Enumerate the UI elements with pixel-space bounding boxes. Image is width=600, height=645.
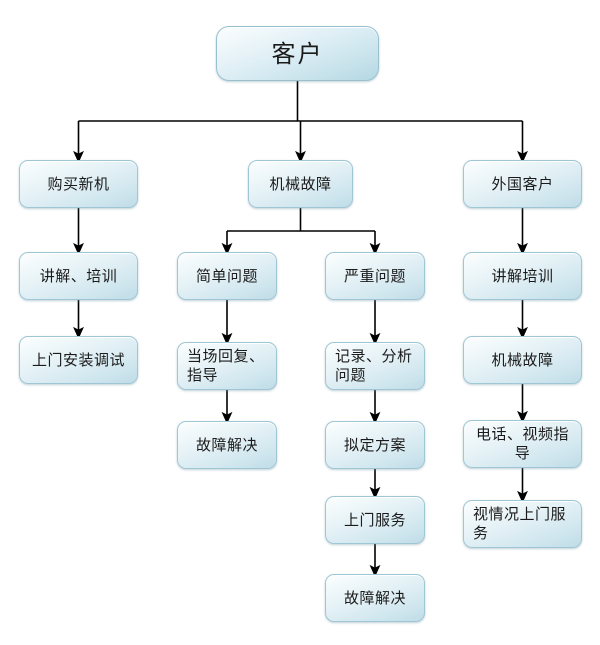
node-c3r3[interactable]: 拟定方案 <box>325 421 425 469</box>
node-label: 严重问题 <box>343 266 406 285</box>
node-label: 机械故障 <box>269 174 332 193</box>
node-label: 外国客户 <box>491 174 554 193</box>
node-root2[interactable]: 机械故障 <box>248 160 353 208</box>
node-root[interactable]: 客户 <box>216 26 379 81</box>
node-c1r1[interactable]: 购买新机 <box>19 160 138 208</box>
node-label: 客户 <box>271 39 324 68</box>
node-label: 上门安装调试 <box>31 350 125 369</box>
node-c3r2[interactable]: 记录、分析问题 <box>325 342 425 390</box>
node-c2r1[interactable]: 简单问题 <box>177 252 277 300</box>
node-c4r2[interactable]: 讲解培训 <box>463 252 582 300</box>
node-c3r4[interactable]: 上门服务 <box>325 496 425 544</box>
node-c4r4[interactable]: 电话、视频指导 <box>463 420 582 468</box>
node-label: 拟定方案 <box>343 435 406 454</box>
node-c2r3[interactable]: 故障解决 <box>177 421 277 469</box>
node-label: 视情况上门服务 <box>473 505 567 542</box>
node-c1r3[interactable]: 上门安装调试 <box>19 336 138 384</box>
node-label: 购买新机 <box>47 174 110 193</box>
node-label: 当场回复、指导 <box>187 347 265 384</box>
node-c4r1[interactable]: 外国客户 <box>463 160 582 208</box>
node-c4r5[interactable]: 视情况上门服务 <box>463 500 582 548</box>
node-c1r2[interactable]: 讲解、培训 <box>19 252 138 300</box>
node-c3r5[interactable]: 故障解决 <box>325 574 425 622</box>
node-label: 简单问题 <box>195 266 258 285</box>
node-c2r2[interactable]: 当场回复、指导 <box>177 342 277 390</box>
node-label: 上门服务 <box>343 510 406 529</box>
node-label: 机械故障 <box>491 350 554 369</box>
node-label: 电话、视频指导 <box>475 425 569 462</box>
node-c3r1[interactable]: 严重问题 <box>325 252 425 300</box>
node-label: 讲解培训 <box>491 266 554 285</box>
node-label: 讲解、培训 <box>39 266 118 285</box>
node-label: 故障解决 <box>343 588 406 607</box>
node-label: 记录、分析问题 <box>335 347 413 384</box>
node-c4r3[interactable]: 机械故障 <box>463 336 582 384</box>
node-label: 故障解决 <box>195 435 258 454</box>
